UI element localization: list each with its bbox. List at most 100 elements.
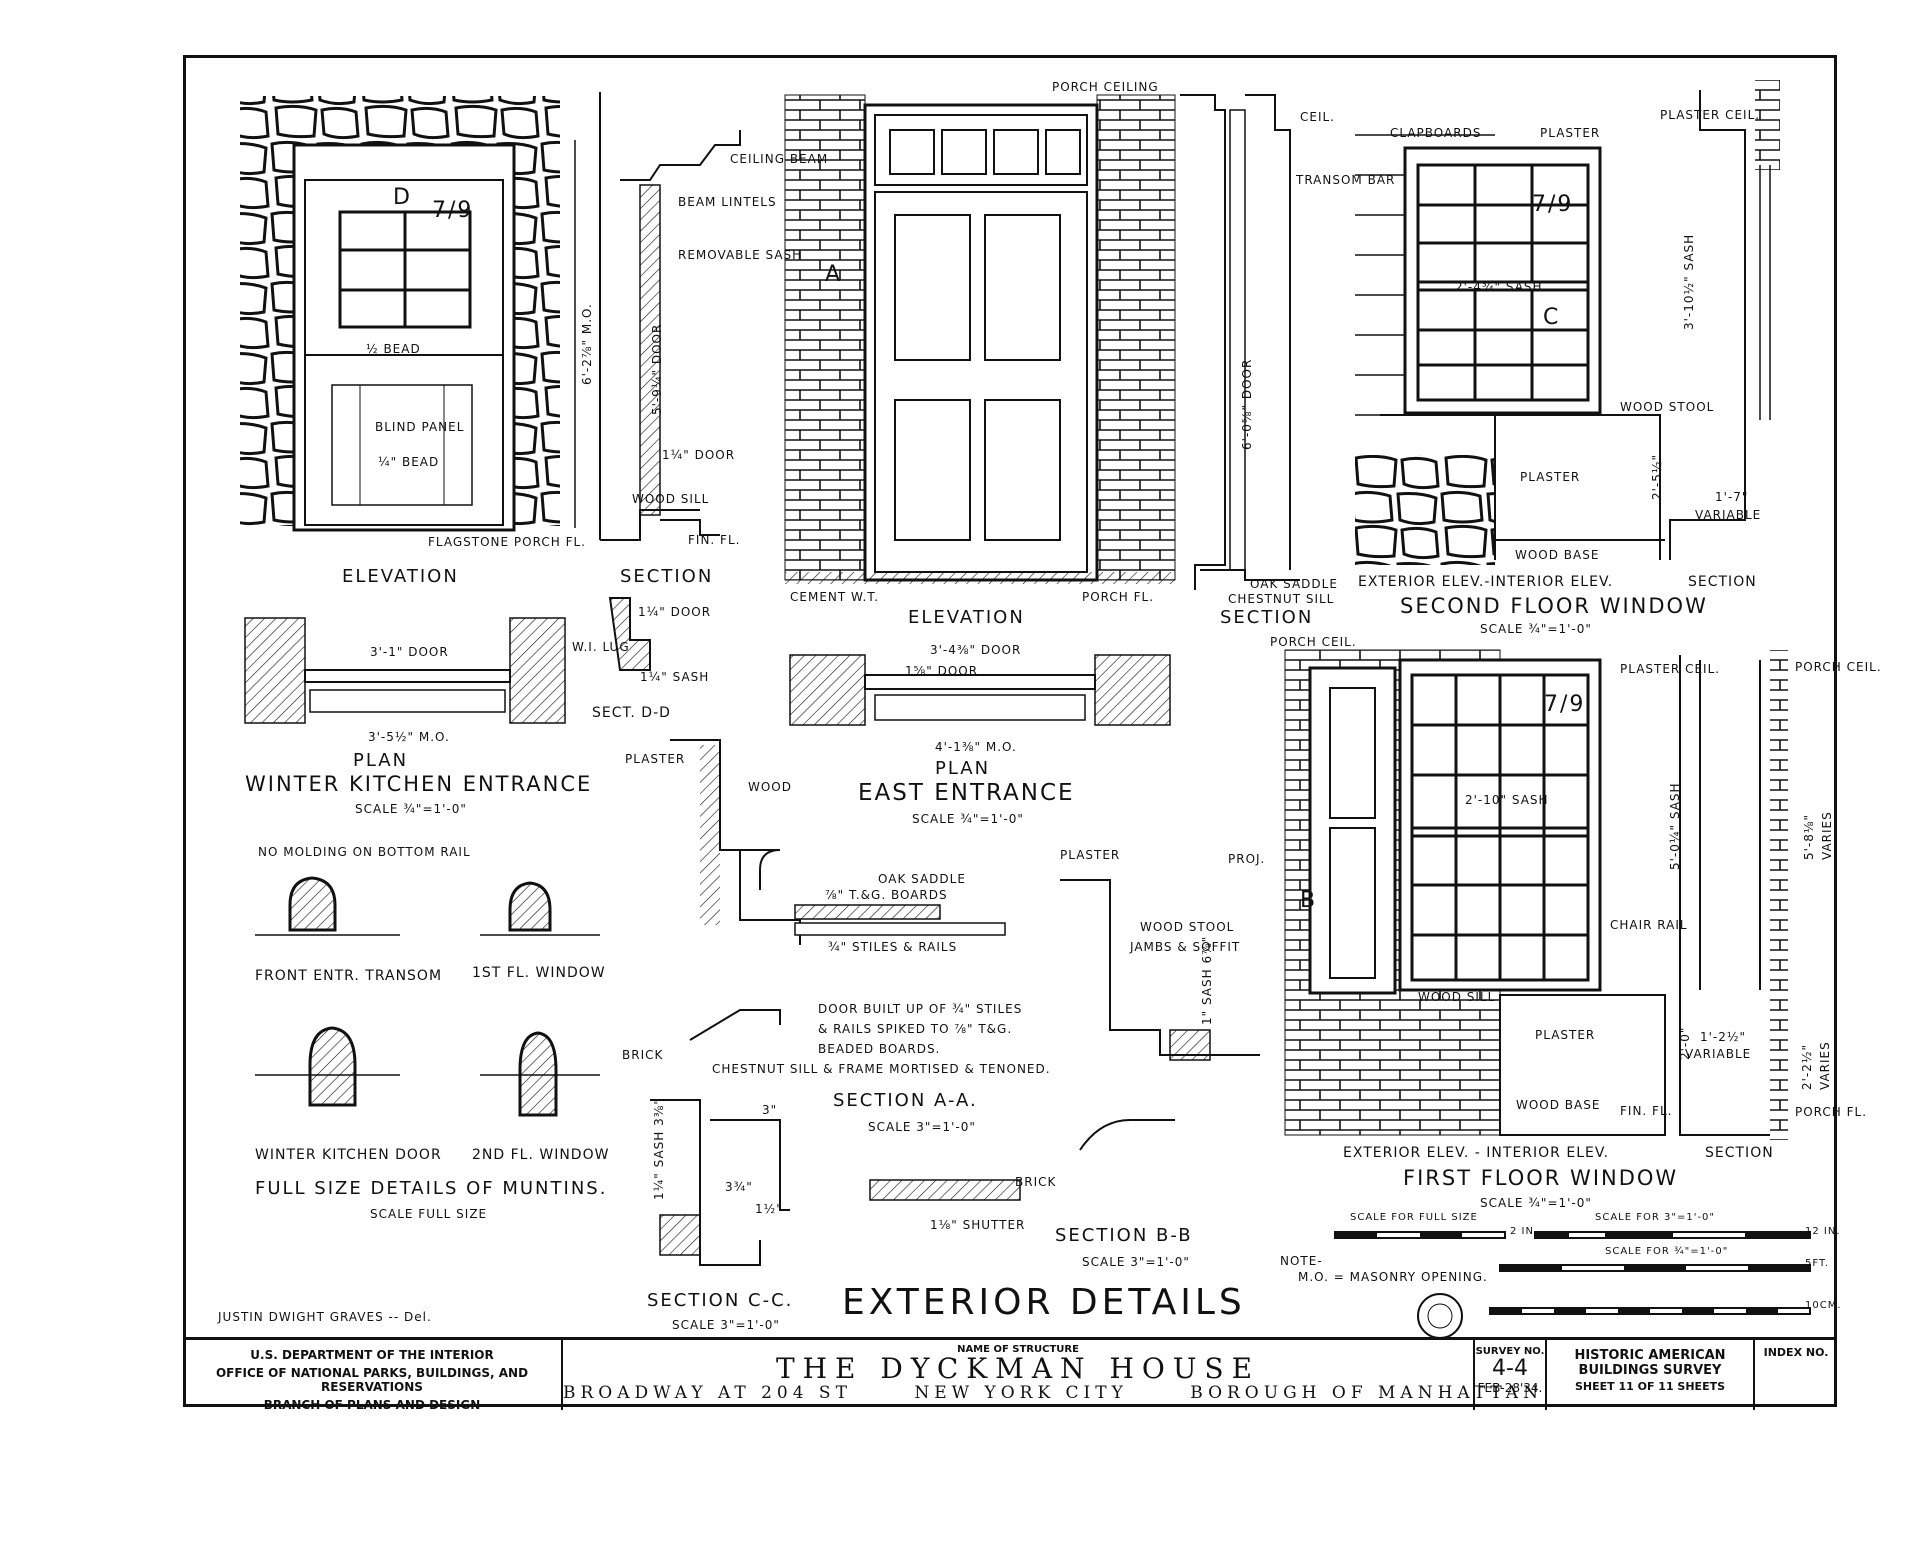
annot-varies-2: VARIES: [1818, 1041, 1832, 1090]
annot-porch-ceil: PORCH CEIL.: [1270, 635, 1357, 649]
annot-chair-rail: CHAIR RAIL: [1610, 918, 1688, 932]
section-marker-d: D: [393, 185, 412, 210]
tb-address: BROADWAY AT 204 ST NEW YORK CITY BOROUGH…: [563, 1383, 1543, 1403]
annot-half-bead: ½ BEAD: [366, 342, 421, 356]
section-marker-c: C: [1543, 305, 1561, 330]
annot-dim-1212: 1'-2½": [1700, 1030, 1747, 1044]
winter-kitchen-plan: [244, 617, 566, 724]
annot-wi-lug: W.I. LUG: [572, 640, 630, 654]
annot-plaster-2: PLASTER: [1520, 470, 1581, 484]
tb-structure-name: THE DYCKMAN HOUSE: [775, 1352, 1261, 1385]
annot-ceil: CEIL.: [1300, 110, 1335, 124]
winter-kitchen-section: [599, 92, 741, 541]
annot-wood-stool: WOOD STOOL: [1620, 400, 1715, 414]
note-masonry-opening: M.O. = MASONRY OPENING.: [1298, 1270, 1488, 1284]
annot-door-31: 3'-1" DOOR: [370, 645, 449, 659]
annot-door-built-3: BEADED BOARDS.: [818, 1042, 941, 1056]
annot-dim-5818: 5'-8⅛": [1802, 813, 1816, 860]
scale-note-muntins: SCALE FULL SIZE: [370, 1207, 488, 1221]
view-title-section-cc: SECTION C-C.: [647, 1290, 794, 1311]
view-title-east-entrance: EAST ENTRANCE: [858, 780, 1075, 806]
view-title-section-aa: SECTION A-A.: [833, 1090, 978, 1111]
annot-stiles-rails: ¾" STILES & RAILS: [828, 940, 958, 954]
view-title-first-floor-window: FIRST FLOOR WINDOW: [1403, 1166, 1679, 1190]
annot-oak-saddle: OAK SADDLE: [1250, 577, 1338, 591]
annot-porch-fl-2: PORCH FL.: [1795, 1105, 1868, 1119]
view-title-section-bb: SECTION B-B: [1055, 1225, 1193, 1246]
annot-flagstone: FLAGSTONE PORCH FL.: [428, 535, 586, 549]
graphic-scales: [1334, 1231, 1811, 1315]
tb-structure: NAME OF STRUCTURE THE DYCKMAN HOUSE BROA…: [563, 1340, 1543, 1410]
annot-fin-fl-2: FIN. FL.: [1620, 1104, 1673, 1118]
tb-survey-number: 4-4: [1492, 1356, 1528, 1381]
scale-note-first: SCALE ¾"=1'-0": [1480, 1196, 1592, 1210]
annot-plaster-aa: PLASTER: [625, 752, 686, 766]
section-cc: [650, 1099, 790, 1266]
annot-plaster-ceil: PLASTER CEIL.: [1660, 108, 1761, 122]
tb-dept-line3: BRANCH OF PLANS AND DESIGN: [263, 1398, 481, 1412]
tb-survey: SURVEY NO. 4-4 FEB-28'34.: [1475, 1340, 1547, 1410]
annot-sash-114: 1¼" SASH: [640, 670, 710, 684]
annot-blind-panel: BLIND PANEL: [375, 420, 465, 434]
annot-door-158: 1⅝" DOOR: [905, 664, 979, 678]
annot-brick: BRICK: [622, 1048, 664, 1062]
sheet-title: EXTERIOR DETAILS: [842, 1282, 1246, 1323]
annot-cement-wt: CEMENT W.T.: [790, 590, 880, 604]
pane-label-first: 7/9: [1544, 692, 1586, 717]
tb-date: FEB-28'34.: [1477, 1381, 1543, 1395]
annot-sash-210: 2'-10" SASH: [1465, 793, 1549, 807]
annot-shutter: 1⅛" SHUTTER: [930, 1218, 1026, 1232]
view-label-east-plan: PLAN: [935, 758, 991, 779]
sect-dd-detail: [608, 597, 651, 671]
annot-dim-334: 3¾": [725, 1180, 753, 1194]
drawing-sheet-border: [183, 55, 1837, 1407]
annot-dim-2512: 2'-5½": [1650, 453, 1664, 500]
annot-variable-2: VARIABLE: [1685, 1047, 1752, 1061]
annot-brick-bb: BRICK: [1015, 1175, 1057, 1189]
scale-note-section-bb: SCALE 3"=1'-0": [1082, 1255, 1190, 1269]
muntin-details: [255, 876, 600, 1117]
tb-name-label: NAME OF STRUCTURE: [957, 1344, 1079, 1355]
annot-jambs-soffit: JAMBS & SOFFIT: [1130, 940, 1241, 954]
annot-wood-stool-bb: WOOD STOOL: [1140, 920, 1235, 934]
annot-fin-fl: FIN. FL.: [688, 533, 741, 547]
annot-mo-6278: 6'-2⅞" M.O.: [580, 303, 594, 385]
tb-survey-label: SURVEY NO.: [1475, 1346, 1545, 1357]
view-label-sect-dd: SECT. D-D: [592, 705, 671, 721]
scale-note-section-cc: SCALE 3"=1'-0": [672, 1318, 780, 1332]
tb-sheet-number: SHEET 11 OF 11 SHEETS: [1574, 1380, 1726, 1393]
annot-door-114: 1¼" DOOR: [662, 448, 736, 462]
scale-label-34: SCALE FOR ¾"=1'-0": [1605, 1246, 1729, 1257]
pane-label-second: 7/9: [1532, 192, 1574, 217]
view-label-winter-plan: PLAN: [353, 750, 409, 771]
view-label-second-sec: SECTION: [1688, 574, 1757, 590]
tb-dept-line2: OFFICE OF NATIONAL PARKS, BUILDINGS, AND…: [215, 1366, 529, 1394]
scale-label-full: SCALE FOR FULL SIZE: [1350, 1212, 1478, 1223]
annot-door-built-1: DOOR BUILT UP OF ¾" STILES: [818, 1002, 1023, 1016]
view-label-east-elevation: ELEVATION: [908, 607, 1025, 628]
pane-label-winter: 7/9: [432, 198, 474, 223]
section-marker-a: A: [825, 262, 843, 287]
annot-sash-2434: 2'-4¾" SASH: [1455, 280, 1543, 294]
annot-transom-bar: TRANSOM BAR: [1296, 173, 1396, 187]
title-block: U.S. DEPARTMENT OF THE INTERIOR OFFICE O…: [183, 1337, 1837, 1412]
annot-dim-20: 2'-0": [1678, 1026, 1692, 1060]
annot-quarter-bead: ¼" BEAD: [378, 455, 440, 469]
annot-wood: WOOD: [748, 780, 792, 794]
annot-tg-boards: ⅞" T.&G. BOARDS: [825, 888, 948, 902]
annot-door-5914: 5'-9¼" DOOR: [650, 323, 664, 415]
annot-wood-sill-2: WOOD SILL: [1418, 990, 1496, 1004]
annot-mo-4138: 4'-1⅜" M.O.: [935, 740, 1017, 754]
annot-dim-3in: 3": [762, 1103, 778, 1117]
view-label-east-section: SECTION: [1220, 607, 1314, 628]
annot-dim-17: 1'-7": [1715, 490, 1749, 504]
annot-plaster-bb: PLASTER: [1060, 848, 1121, 862]
annot-plaster-3: PLASTER: [1535, 1028, 1596, 1042]
scale-note-section-aa: SCALE 3"=1'-0": [868, 1120, 976, 1134]
section-aa: [670, 739, 1006, 1041]
annot-oak-saddle-aa: OAK SADDLE: [878, 872, 966, 886]
annot-wood-base-2: WOOD BASE: [1516, 1098, 1601, 1112]
annot-variable: VARIABLE: [1695, 508, 1762, 522]
note-no-molding: NO MOLDING ON BOTTOM RAIL: [258, 845, 471, 859]
annot-porch-fl: PORCH FL.: [1082, 590, 1155, 604]
